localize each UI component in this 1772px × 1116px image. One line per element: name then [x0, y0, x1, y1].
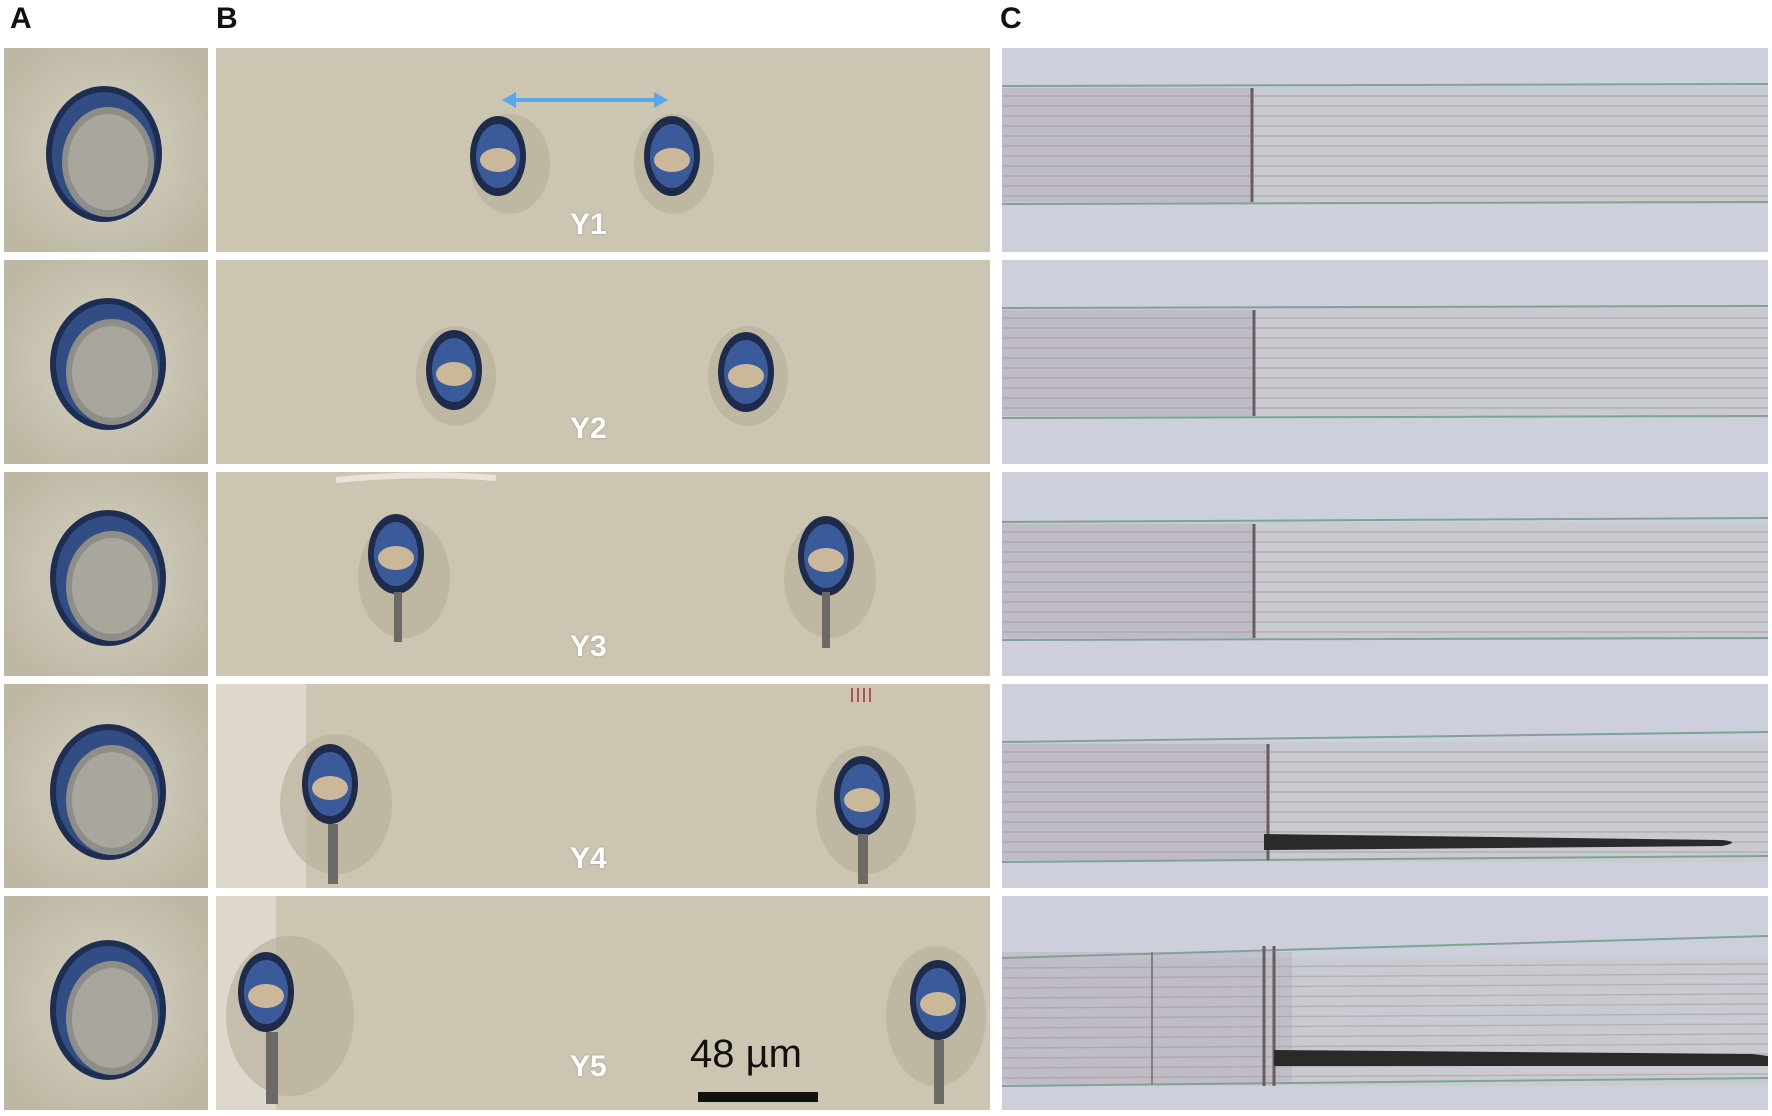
scale-bar-label: 48 µm	[690, 1032, 802, 1076]
panel-a-row-5	[4, 896, 208, 1110]
panel-a-row-2	[4, 260, 208, 464]
panel-c-row-4	[1002, 684, 1768, 888]
panel-b-row-4	[216, 684, 990, 888]
panel-b-row-1	[216, 48, 990, 252]
panel-c-row-3	[1002, 472, 1768, 676]
row-label-y1: Y1	[570, 208, 607, 241]
panel-a-row-1	[4, 48, 208, 252]
row-label-y2: Y2	[570, 412, 607, 445]
row-label-y5: Y5	[570, 1050, 607, 1083]
scale-bar	[698, 1092, 818, 1102]
panel-label-c: C	[1000, 2, 1022, 35]
panel-a-row-4	[4, 684, 208, 888]
panel-b-row-3	[216, 472, 990, 676]
panel-b-row-5	[216, 896, 990, 1110]
panel-a-row-3	[4, 472, 208, 676]
panel-c-row-5	[1002, 896, 1768, 1110]
panel-c-row-2	[1002, 260, 1768, 464]
panel-label-a: A	[10, 2, 32, 35]
row-label-y4: Y4	[570, 842, 607, 875]
panel-label-b: B	[216, 2, 238, 35]
panel-b-row-2	[216, 260, 990, 464]
panel-c-row-1	[1002, 48, 1768, 252]
row-label-y3: Y3	[570, 630, 607, 663]
